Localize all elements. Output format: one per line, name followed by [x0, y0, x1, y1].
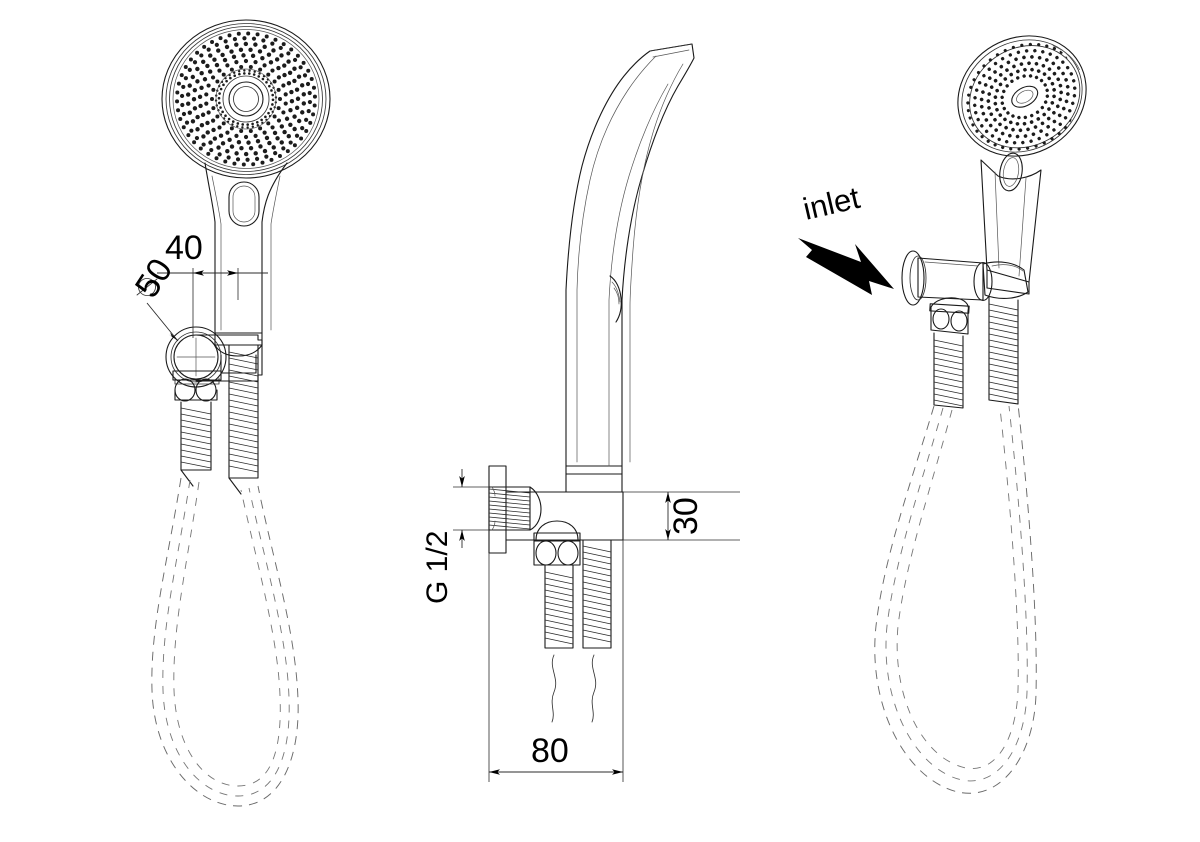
hose-spring-right — [228, 344, 259, 495]
dimension-80: 80 — [488, 540, 624, 782]
dimension-30: 30 — [623, 491, 740, 541]
mode-button-front[interactable] — [228, 181, 260, 227]
wall-bracket-iso — [901, 250, 1029, 335]
dimension-80-label: 80 — [531, 732, 569, 770]
wall-elbow-side — [488, 465, 624, 566]
hose-coils-left — [180, 407, 212, 469]
hose-springs-iso — [933, 295, 1019, 409]
dimension-g12: G 1/2 — [421, 469, 489, 604]
hose-spring-left — [180, 401, 212, 471]
mode-button-iso[interactable] — [997, 152, 1025, 193]
wall-bracket-front — [165, 326, 263, 402]
hose-nut-front — [172, 370, 222, 402]
front-view: 40 50 — [128, 19, 331, 807]
shower-handle-front — [204, 162, 288, 346]
hose-nut-side — [533, 520, 581, 566]
hose-loop-front — [151, 477, 299, 807]
hose-nut-iso — [929, 297, 970, 335]
side-view: G 1/2 30 80 — [421, 43, 740, 782]
dimension-g12-label: G 1/2 — [421, 531, 454, 604]
hose-loop-iso — [874, 403, 1037, 794]
spray-nozzle-pattern — [175, 31, 317, 167]
shower-handle-iso — [980, 152, 1042, 295]
dimension-40: 40 — [157, 229, 268, 338]
hose-springs-side — [544, 539, 612, 723]
hose-coils-right — [228, 351, 259, 473]
shower-head-iso — [957, 35, 1087, 157]
iso-view: inlet — [798, 35, 1087, 794]
inlet-arrow-icon — [798, 238, 894, 295]
dimension-40-label: 40 — [165, 229, 203, 267]
shower-head-front — [161, 19, 331, 179]
shower-profile-side — [565, 43, 695, 475]
diameter-symbol-icon — [136, 278, 158, 296]
dimension-30-label: 30 — [667, 497, 705, 535]
